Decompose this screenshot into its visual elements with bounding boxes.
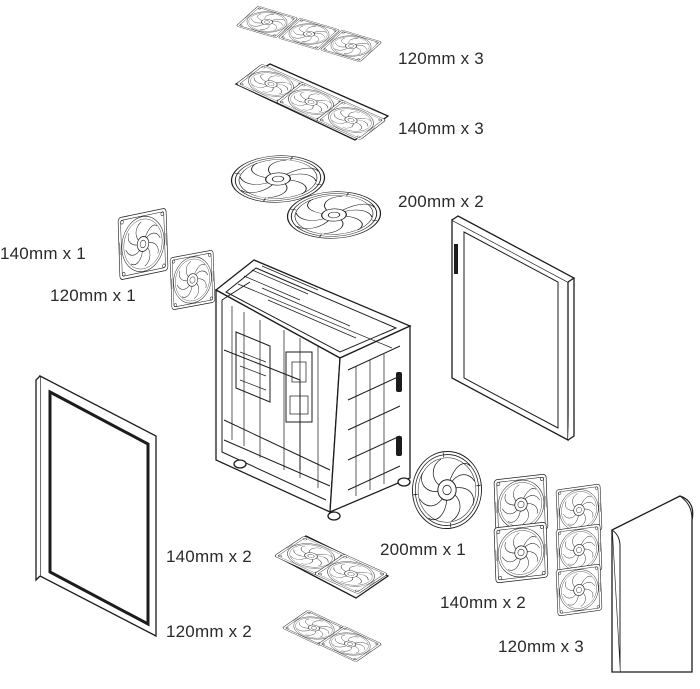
- label-top-140: 140mm x 3: [398, 119, 484, 138]
- label-front-140: 140mm x 2: [440, 593, 526, 612]
- label-rear-120: 120mm x 1: [50, 286, 136, 305]
- front-panel: [611, 495, 694, 673]
- rear-fan-120: [169, 249, 216, 311]
- rear-fan-140: [117, 207, 169, 281]
- label-top-200: 200mm x 2: [398, 192, 484, 211]
- top-fans-200-group: [218, 149, 394, 245]
- side-fan-200: [408, 446, 486, 534]
- bottom-fans-120-group: [281, 609, 383, 663]
- label-front-120: 120mm x 3: [498, 637, 584, 656]
- left-side-panel: [35, 374, 157, 638]
- label-side-200: 200mm x 1: [380, 540, 466, 559]
- right-side-panel: [451, 215, 576, 442]
- case-chassis: [214, 259, 412, 521]
- front-fans-120-group: [555, 483, 603, 617]
- label-rear-140: 140mm x 1: [0, 244, 86, 263]
- top-fans-140-group: [234, 63, 390, 141]
- label-top-120: 120mm x 3: [398, 49, 484, 68]
- label-bottom-120: 120mm x 2: [166, 622, 252, 641]
- label-bottom-140: 140mm x 2: [166, 547, 252, 566]
- front-fans-140-group: [493, 473, 549, 584]
- bottom-fans-140-group: [273, 535, 390, 599]
- top-fans-120-group: [235, 5, 383, 63]
